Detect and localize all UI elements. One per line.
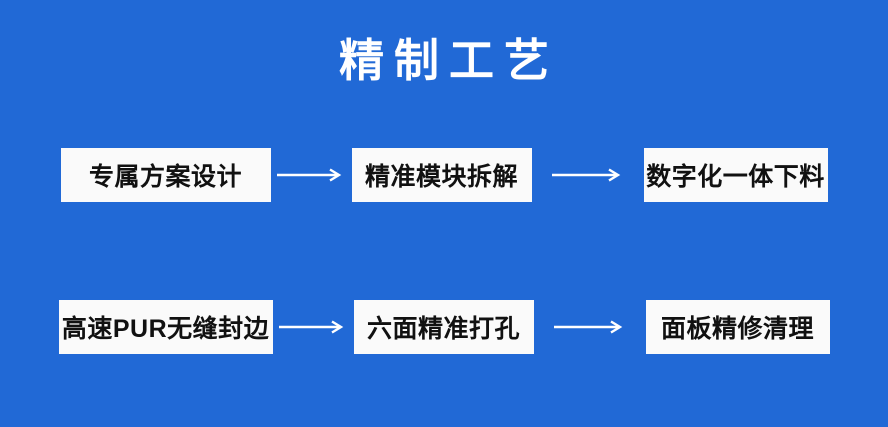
page-title: 精制工艺 <box>338 35 559 86</box>
process-flow-row-1: 专属方案设计 精准模块拆解 数字化一体下料 <box>0 147 888 203</box>
process-step-box-6[interactable]: 面板精修清理 <box>645 300 830 354</box>
arrow-right-icon-4 <box>534 300 646 354</box>
process-step-box-4[interactable]: 高速PUR无缝封边 <box>58 300 273 354</box>
process-step-box-5[interactable]: 六面精准打孔 <box>353 300 534 354</box>
arrow-right-icon-3 <box>273 300 354 354</box>
process-step-box-2[interactable]: 精准模块拆解 <box>351 148 532 202</box>
arrow-right-icon-2 <box>532 148 644 202</box>
process-step-box-3[interactable]: 数字化一体下料 <box>643 148 828 202</box>
process-step-box-1[interactable]: 专属方案设计 <box>60 148 271 202</box>
process-flow-row-2: 高速PUR无缝封边 六面精准打孔 面板精修清理 <box>0 299 888 355</box>
arrow-right-icon-1 <box>271 148 352 202</box>
